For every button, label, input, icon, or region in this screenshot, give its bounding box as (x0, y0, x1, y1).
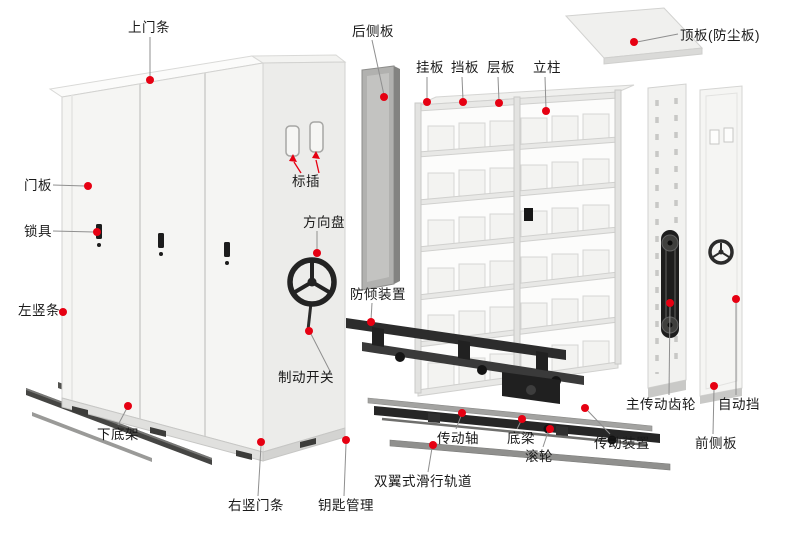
door-lock-icon (224, 242, 230, 257)
label-brake-switch: 制动开关 (278, 370, 334, 385)
sliding-track-shape (367, 397, 671, 471)
label-transmission-device: 传动装置 (594, 436, 650, 451)
callout-dots (59, 38, 740, 449)
mobile-cabinet-shape (48, 54, 347, 462)
label-top-plate: 顶板(防尘板) (680, 28, 760, 43)
steering-wheel-icon (287, 257, 337, 331)
top-plate-shape (564, 7, 704, 65)
label-rear-side-panel: 后侧板 (352, 24, 394, 39)
label-insert-bracket-icon (309, 121, 324, 153)
label-baffle-plate: 挡板 (451, 60, 479, 75)
label-insert-arrows (289, 151, 320, 174)
label-door-lock: 锁具 (24, 224, 52, 239)
label-left-vertical-strip: 左竖条 (18, 303, 60, 318)
small-hand-wheel-icon (708, 239, 734, 265)
drive-shaft-shape (381, 417, 649, 447)
label-hanging-plate: 挂板 (416, 60, 444, 75)
label-key-management: 钥匙管理 (318, 498, 374, 513)
label-door-panel: 门板 (24, 178, 52, 193)
label-auto-stop: 自动挡 (718, 397, 760, 412)
label-drive-shaft: 传动轴 (437, 431, 479, 446)
label-label-insert: 标插 (292, 174, 320, 189)
chassis-frame-shape (346, 318, 584, 404)
label-insert-bracket-icon (285, 125, 300, 157)
front-panel-shape (699, 85, 743, 404)
label-bottom-frame: 下底架 (97, 427, 139, 442)
label-upright-column: 立柱 (533, 60, 561, 75)
label-anti-tilt-device: 防倾装置 (350, 287, 406, 302)
shelf-lock-icon (524, 208, 533, 221)
door-lock-icon (158, 233, 164, 248)
label-shelf-board: 层板 (487, 60, 515, 75)
label-bottom-beam: 底梁 (507, 431, 535, 446)
label-top-door-strip: 上门条 (128, 20, 170, 35)
label-roller: 滚轮 (525, 449, 553, 464)
label-hand-wheel: 方向盘 (303, 215, 345, 230)
leader-lines (52, 33, 737, 497)
label-double-wing-sliding-track: 双翼式滑行轨道 (374, 474, 472, 489)
rear-panel-shape (361, 65, 400, 291)
drive-column-shape (647, 83, 687, 398)
label-front-side-panel: 前侧板 (695, 436, 737, 451)
roller-icon (607, 435, 617, 445)
label-main-drive-gear: 主传动齿轮 (626, 397, 696, 412)
label-right-vertical-door-strip: 右竖门条 (228, 498, 284, 513)
